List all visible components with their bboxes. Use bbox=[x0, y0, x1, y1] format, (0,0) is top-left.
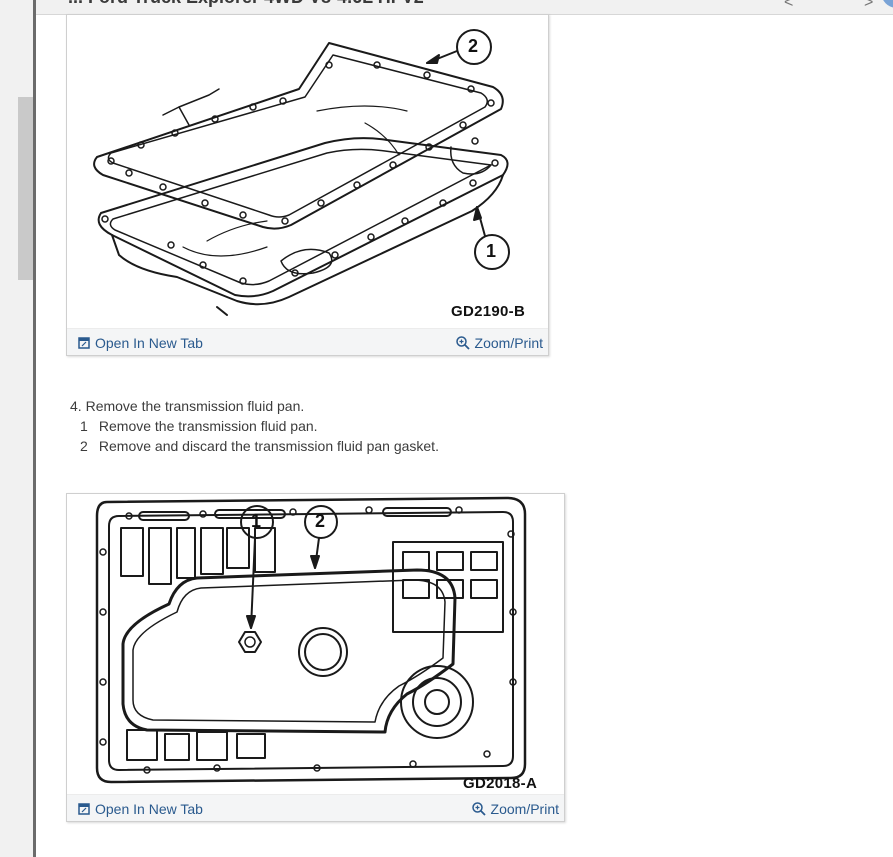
callout-2: 2 bbox=[468, 36, 479, 56]
step-number: 4. bbox=[70, 398, 82, 414]
figure-fluid-pan: 2 1 GD2190-B Open In New Tab Zoom/Print bbox=[66, 14, 549, 356]
callout-1: 1 bbox=[486, 241, 497, 261]
procedure-steps: 4. Remove the transmission fluid pan. 1 … bbox=[70, 396, 670, 456]
figure-toolbar: Open In New Tab Zoom/Print bbox=[67, 794, 564, 821]
left-scrollbar-thumb[interactable] bbox=[18, 97, 33, 280]
zoom-print-link[interactable]: Zoom/Print bbox=[471, 801, 559, 817]
forward-icon[interactable]: > bbox=[864, 0, 874, 11]
callout-2: 2 bbox=[315, 511, 326, 531]
page-title: ... Ford Truck Explorer 4WD V8-4.6L HFV2 bbox=[68, 0, 424, 8]
left-panel-border bbox=[33, 0, 36, 857]
zoom-in-icon bbox=[471, 802, 486, 816]
avatar[interactable] bbox=[881, 0, 893, 8]
step-4: 4. Remove the transmission fluid pan. bbox=[70, 396, 670, 416]
figure-caption: GD2190-B bbox=[451, 303, 526, 320]
fluid-pan-illustration bbox=[93, 29, 510, 316]
figure-valve-body: 1 2 GD2018-A Open In New Tab Zoom/Print bbox=[66, 493, 565, 822]
header-bar: ... Ford Truck Explorer 4WD V8-4.6L HFV2… bbox=[36, 0, 893, 15]
zoom-print-link[interactable]: Zoom/Print bbox=[455, 335, 543, 351]
step-text: Remove the transmission fluid pan. bbox=[85, 398, 305, 414]
open-in-new-tab-icon bbox=[78, 337, 90, 349]
valve-body-illustration bbox=[95, 496, 527, 784]
open-in-new-tab-icon bbox=[78, 803, 90, 815]
open-in-new-tab-link[interactable]: Open In New Tab bbox=[78, 801, 203, 817]
zoom-in-icon bbox=[455, 336, 470, 350]
back-icon[interactable]: < bbox=[784, 0, 794, 11]
callout-1: 1 bbox=[251, 511, 262, 531]
substep-1: 1 Remove the transmission fluid pan. bbox=[80, 418, 318, 434]
substep-2: 2 Remove and discard the transmission fl… bbox=[80, 438, 439, 454]
open-in-new-tab-link[interactable]: Open In New Tab bbox=[78, 335, 203, 351]
figure-caption: GD2018-A bbox=[463, 775, 538, 792]
figure-toolbar: Open In New Tab Zoom/Print bbox=[67, 328, 548, 355]
